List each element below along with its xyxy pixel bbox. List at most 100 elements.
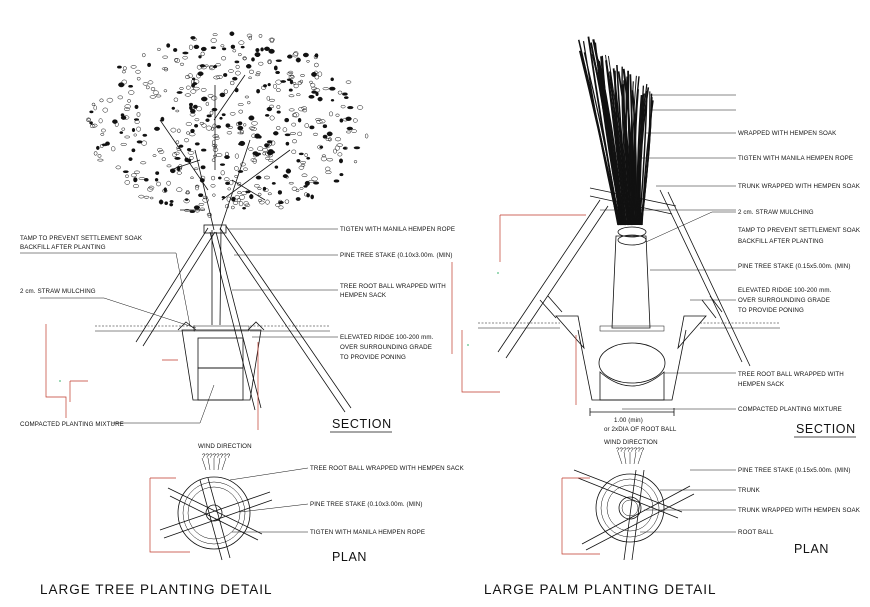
- leaf-mark: [161, 157, 166, 162]
- leaf-mark: [101, 128, 106, 133]
- leaf-mark: [162, 55, 169, 59]
- leaf-mark: [314, 74, 320, 80]
- tree-stake-label: PINE TREE STAKE (0.10x3.00m. (MIN): [340, 252, 453, 259]
- leaf-mark: [337, 152, 343, 157]
- leaf-mark: [163, 187, 167, 193]
- leaf-mark: [254, 52, 261, 58]
- leaf-mark: [200, 165, 206, 170]
- leaf-mark: [275, 203, 281, 207]
- leaf-mark: [196, 73, 201, 79]
- leaf-mark: [317, 96, 323, 102]
- leaf-mark: [284, 133, 291, 137]
- leaf-mark: [201, 123, 207, 128]
- leaf-mark: [221, 47, 227, 51]
- leaf-mark: [297, 117, 302, 123]
- palm-plan-stake-label: PINE TREE STAKE (0.15x5.00m. (MIN): [738, 467, 851, 474]
- leaf-mark: [173, 97, 179, 102]
- leaf-mark: [262, 188, 269, 192]
- leaf-mark: [176, 187, 183, 193]
- leaf-mark: [140, 161, 147, 165]
- leaf-mark: [89, 121, 93, 125]
- leaf-mark: [264, 46, 270, 51]
- palm-tamp-label: TAMP TO PREVENT SETTLEMENT SOAK: [738, 227, 861, 234]
- leaf-mark: [346, 126, 353, 131]
- leaf-mark: [255, 71, 261, 74]
- leaf-mark: [248, 115, 255, 121]
- leaf-mark: [267, 82, 271, 87]
- leaf-mark: [319, 119, 326, 124]
- leaf-mark: [342, 117, 349, 122]
- leaf-mark: [236, 181, 242, 186]
- leaf-mark: [128, 90, 135, 95]
- leaf-mark: [201, 96, 208, 102]
- leaf-mark: [100, 133, 105, 136]
- palm-rope-label: TIGTEN WITH MANILA HEMPEN ROPE: [738, 155, 853, 162]
- leaf-mark: [288, 94, 295, 98]
- leaf-mark: [251, 121, 258, 126]
- leaf-mark: [175, 109, 180, 113]
- leaf-mark: [286, 78, 292, 81]
- leaf-mark: [125, 174, 129, 178]
- tree-plan-question-marks: ????????: [202, 453, 231, 460]
- leaf-mark: [325, 170, 332, 175]
- leaf-mark: [155, 94, 162, 98]
- leaf-mark: [121, 70, 126, 74]
- leaf-mark: [284, 199, 290, 204]
- leaf-mark: [248, 147, 254, 151]
- leaf-mark: [138, 194, 145, 199]
- leaf-mark: [284, 175, 289, 179]
- leaf-mark: [152, 154, 157, 157]
- tree-plan-heading: PLAN: [332, 550, 367, 564]
- leaf-mark: [202, 195, 208, 200]
- tree-wind-label: WIND DIRECTION: [198, 443, 252, 450]
- leaf-mark: [118, 82, 125, 88]
- leaf-mark: [154, 126, 160, 131]
- leaf-mark: [268, 37, 275, 42]
- leaf-mark: [291, 149, 297, 154]
- leaf-mark: [269, 115, 275, 121]
- leaf-mark: [286, 71, 293, 76]
- leaf-mark: [278, 205, 284, 210]
- leaf-mark: [334, 137, 342, 142]
- leaf-mark: [220, 170, 225, 176]
- tree-section-heading: SECTION: [332, 417, 392, 431]
- leaf-mark: [278, 201, 284, 204]
- leaf-mark: [273, 83, 277, 89]
- leaf-mark: [135, 69, 141, 74]
- leaf-mark: [131, 148, 136, 153]
- leaf-mark: [287, 54, 293, 59]
- frond-mark: [600, 56, 627, 226]
- leaf-mark: [288, 108, 295, 112]
- leaf-mark: [289, 79, 294, 85]
- leaf-mark: [157, 147, 163, 152]
- leaf-mark: [190, 36, 196, 40]
- leaf-mark: [238, 194, 246, 200]
- palm-rootball-label-2: HEMPEN SACK: [738, 381, 785, 388]
- leaf-mark: [157, 47, 161, 51]
- leaf-mark: [190, 89, 197, 94]
- leaf-mark: [304, 153, 308, 158]
- palm-ridge-label: ELEVATED RIDGE 100-200 mm.: [738, 287, 832, 294]
- leaf-mark: [189, 155, 194, 160]
- frond-mark: [627, 70, 635, 226]
- leaf-mark: [238, 201, 244, 207]
- leaf-mark: [322, 124, 328, 129]
- leaf-mark: [225, 181, 231, 185]
- leaf-mark: [190, 176, 194, 180]
- tree-plan: ????????: [149, 453, 309, 561]
- tree-section-leaders: [20, 228, 338, 424]
- leaf-mark: [138, 177, 146, 181]
- frond-mark: [636, 95, 643, 226]
- palm-mulch-label: 2 cm. STRAW MULCHING: [738, 209, 814, 216]
- frond-mark: [578, 50, 621, 226]
- leaf-mark: [124, 104, 131, 109]
- leaf-mark: [185, 191, 191, 195]
- leaf-mark: [315, 91, 319, 97]
- leaf-mark: [209, 110, 214, 116]
- leaf-mark: [265, 156, 271, 160]
- leaf-mark: [269, 38, 274, 44]
- leaf-mark: [262, 84, 268, 88]
- leaf-mark: [219, 92, 226, 98]
- palm-dim-label: 1.00 (min): [614, 417, 643, 424]
- leaf-mark: [193, 86, 200, 91]
